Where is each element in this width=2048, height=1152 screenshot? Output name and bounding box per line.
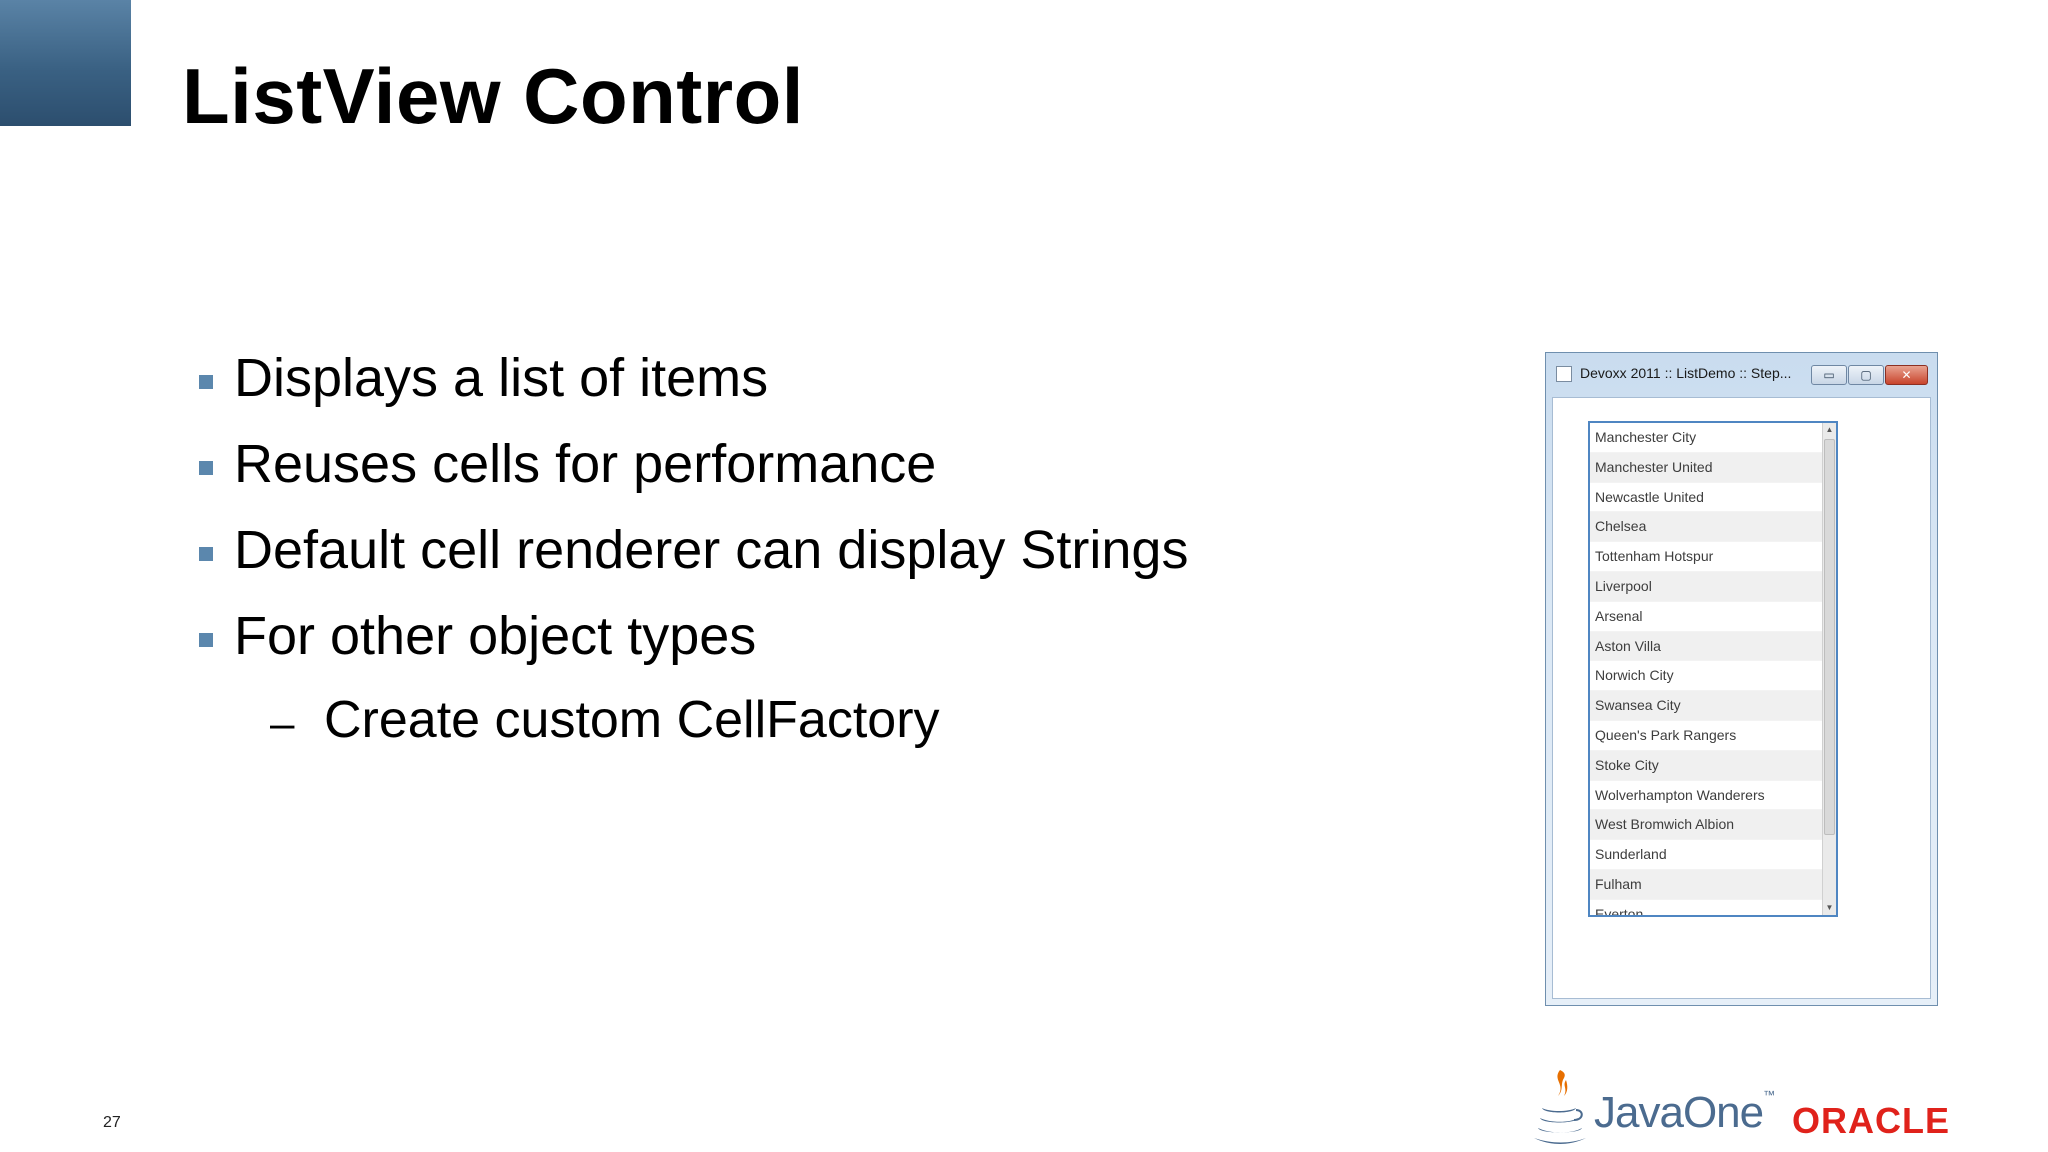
list-item[interactable]: West Bromwich Albion	[1590, 810, 1822, 841]
bullet-item: For other object types	[234, 606, 757, 666]
vertical-scrollbar[interactable]: ▲ ▼	[1822, 423, 1836, 915]
javaone-wordmark: JavaOne™	[1594, 1088, 1775, 1137]
list-item[interactable]: Chelsea	[1590, 512, 1822, 543]
scroll-thumb[interactable]	[1824, 439, 1835, 835]
list-item[interactable]: Wolverhampton Wanderers	[1590, 781, 1822, 811]
bullet-marker	[199, 375, 213, 389]
list-item[interactable]: Aston Villa	[1590, 631, 1822, 662]
oracle-logo: ORACLE	[1792, 1100, 1950, 1141]
java-cup-icon	[1534, 1070, 1586, 1144]
window-title: Devoxx 2011 :: ListDemo :: Step...	[1580, 365, 1792, 381]
maximize-button[interactable]: ▢	[1848, 365, 1884, 385]
list-item[interactable]: Liverpool	[1590, 571, 1822, 602]
minimize-button[interactable]: ▭	[1811, 365, 1847, 385]
scroll-up-arrow-icon[interactable]: ▲	[1825, 425, 1834, 434]
list-item[interactable]: Swansea City	[1590, 691, 1822, 721]
list-item[interactable]: Tottenham Hotspur	[1590, 542, 1822, 572]
scroll-down-arrow-icon[interactable]: ▼	[1825, 903, 1834, 912]
window-titlebar[interactable]: Devoxx 2011 :: ListDemo :: Step... ▭ ▢ ✕	[1546, 353, 1937, 397]
list-item[interactable]: Queen's Park Rangers	[1590, 721, 1822, 751]
list-item[interactable]: Manchester United	[1590, 452, 1822, 483]
javaone-logo: JavaOne™	[1530, 1066, 1775, 1146]
bullet-item: Default cell renderer can display String…	[234, 520, 1189, 580]
list-item[interactable]: Sunderland	[1590, 840, 1822, 870]
list-item[interactable]: Everton	[1590, 900, 1822, 915]
list-item[interactable]: Stoke City	[1590, 750, 1822, 781]
bullet-item: Displays a list of items	[234, 348, 769, 408]
slide-title: ListView Control	[182, 52, 804, 140]
bullet-marker	[199, 633, 213, 647]
list-item[interactable]: Manchester City	[1590, 423, 1822, 453]
corner-accent-block	[0, 0, 131, 126]
sub-bullet-item: Create custom CellFactory	[324, 691, 940, 749]
app-icon	[1556, 366, 1572, 382]
list-item[interactable]: Fulham	[1590, 869, 1822, 900]
page-number: 27	[103, 1114, 121, 1131]
list-item[interactable]: Newcastle United	[1590, 483, 1822, 513]
list-item[interactable]: Arsenal	[1590, 602, 1822, 632]
bullet-marker	[199, 547, 213, 561]
bullet-item: Reuses cells for performance	[234, 434, 937, 494]
list-item[interactable]: Norwich City	[1590, 661, 1822, 692]
close-button[interactable]: ✕	[1885, 365, 1928, 385]
sub-bullet-dash: –	[270, 699, 295, 748]
bullet-marker	[199, 461, 213, 475]
